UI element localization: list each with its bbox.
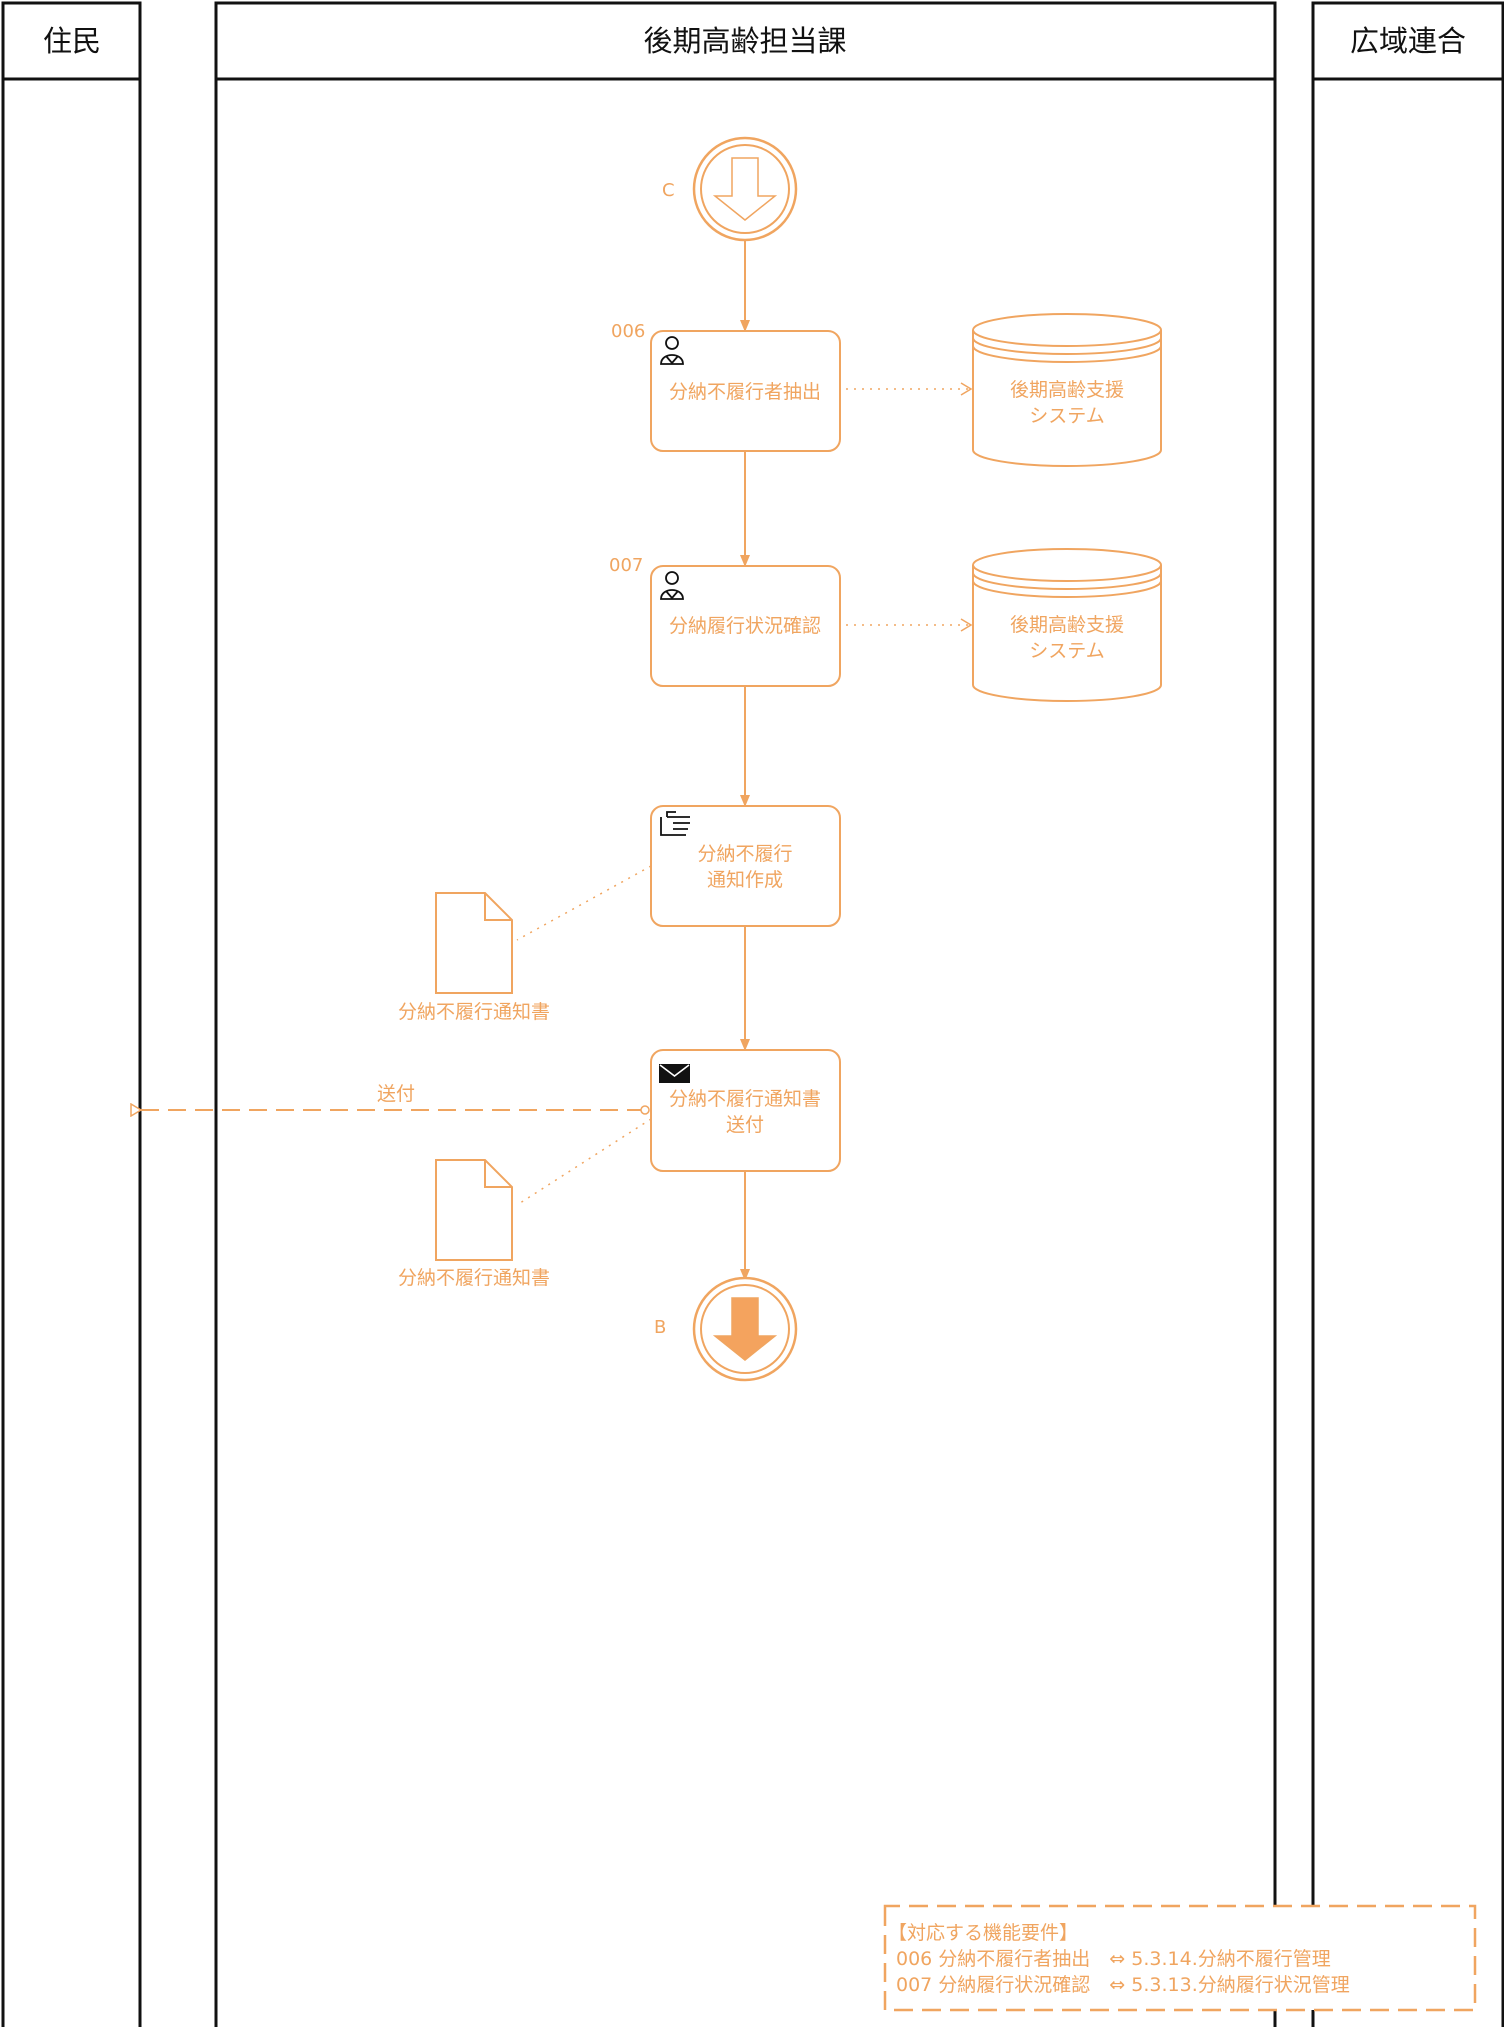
lane-title-union: 広域連合 bbox=[1350, 24, 1466, 58]
task-notice-send-label-line2: 送付 bbox=[726, 1114, 764, 1136]
document-1[interactable] bbox=[435, 892, 513, 994]
start-event[interactable] bbox=[692, 136, 798, 242]
requirements-note: 【対応する機能要件】 006 分納不履行者抽出 ⇔ 5.3.14.分納不履行管理… bbox=[883, 1904, 1477, 2012]
lane-dept: 後期高齢担当課 bbox=[214, 1, 1277, 2027]
task-notice-create-label-line2: 通知作成 bbox=[707, 869, 783, 891]
task-notice-create[interactable]: 分納不履行 通知作成 bbox=[650, 805, 841, 927]
down-arrow-icon bbox=[712, 1297, 778, 1361]
note-row-1: 006 分納不履行者抽出 ⇔ 5.3.14.分納不履行管理 bbox=[896, 1948, 1331, 1970]
document-1-label: 分納不履行通知書 bbox=[398, 1001, 550, 1023]
note-title: 【対応する機能要件】 bbox=[888, 1922, 1078, 1944]
note-row-2: 007 分納履行状況確認 ⇔ 5.3.13.分納履行状況管理 bbox=[896, 1974, 1350, 1996]
hand-icon bbox=[660, 811, 690, 836]
task-notice-send-label-line1: 分納不履行通知書 bbox=[669, 1088, 821, 1110]
datastore-2-label-line2: システム bbox=[1029, 640, 1104, 662]
end-event[interactable] bbox=[692, 1276, 798, 1382]
end-event-label: B bbox=[654, 1317, 666, 1338]
task-notice-create-label-line1: 分納不履行 bbox=[697, 843, 792, 865]
message-flow-label: 送付 bbox=[377, 1083, 415, 1105]
lane-resident: 住民 bbox=[1, 1, 142, 2027]
task-006-label: 分納不履行者抽出 bbox=[669, 381, 821, 403]
document-2[interactable] bbox=[435, 1159, 513, 1261]
datastore-1-label-line2: システム bbox=[1029, 405, 1104, 427]
datastore-2-label-line1: 後期高齢支援 bbox=[1010, 614, 1124, 636]
user-icon bbox=[660, 336, 684, 365]
document-2-label: 分納不履行通知書 bbox=[398, 1267, 550, 1289]
down-arrow-icon bbox=[712, 157, 778, 221]
lane-union: 広域連合 bbox=[1311, 1, 1504, 2027]
association-doc2 bbox=[516, 1118, 652, 1206]
datastore-2[interactable]: 後期高齢支援 システム bbox=[972, 548, 1162, 702]
task-007-id: 007 bbox=[609, 555, 643, 576]
task-007-label: 分納履行状況確認 bbox=[669, 615, 821, 637]
lane-title-resident: 住民 bbox=[43, 24, 101, 58]
lane-title-dept: 後期高齢担当課 bbox=[643, 24, 846, 58]
start-event-label: C bbox=[662, 180, 675, 201]
association-doc1 bbox=[516, 865, 652, 941]
datastore-1[interactable]: 後期高齢支援 システム bbox=[972, 313, 1162, 467]
task-006-id: 006 bbox=[611, 321, 645, 342]
task-notice-send[interactable]: 分納不履行通知書 送付 bbox=[650, 1049, 841, 1172]
task-007[interactable]: 分納履行状況確認 bbox=[650, 565, 841, 687]
envelope-icon bbox=[659, 1064, 690, 1083]
user-icon bbox=[660, 571, 684, 600]
task-006[interactable]: 分納不履行者抽出 bbox=[650, 330, 841, 452]
datastore-1-label-line1: 後期高齢支援 bbox=[1010, 379, 1124, 401]
